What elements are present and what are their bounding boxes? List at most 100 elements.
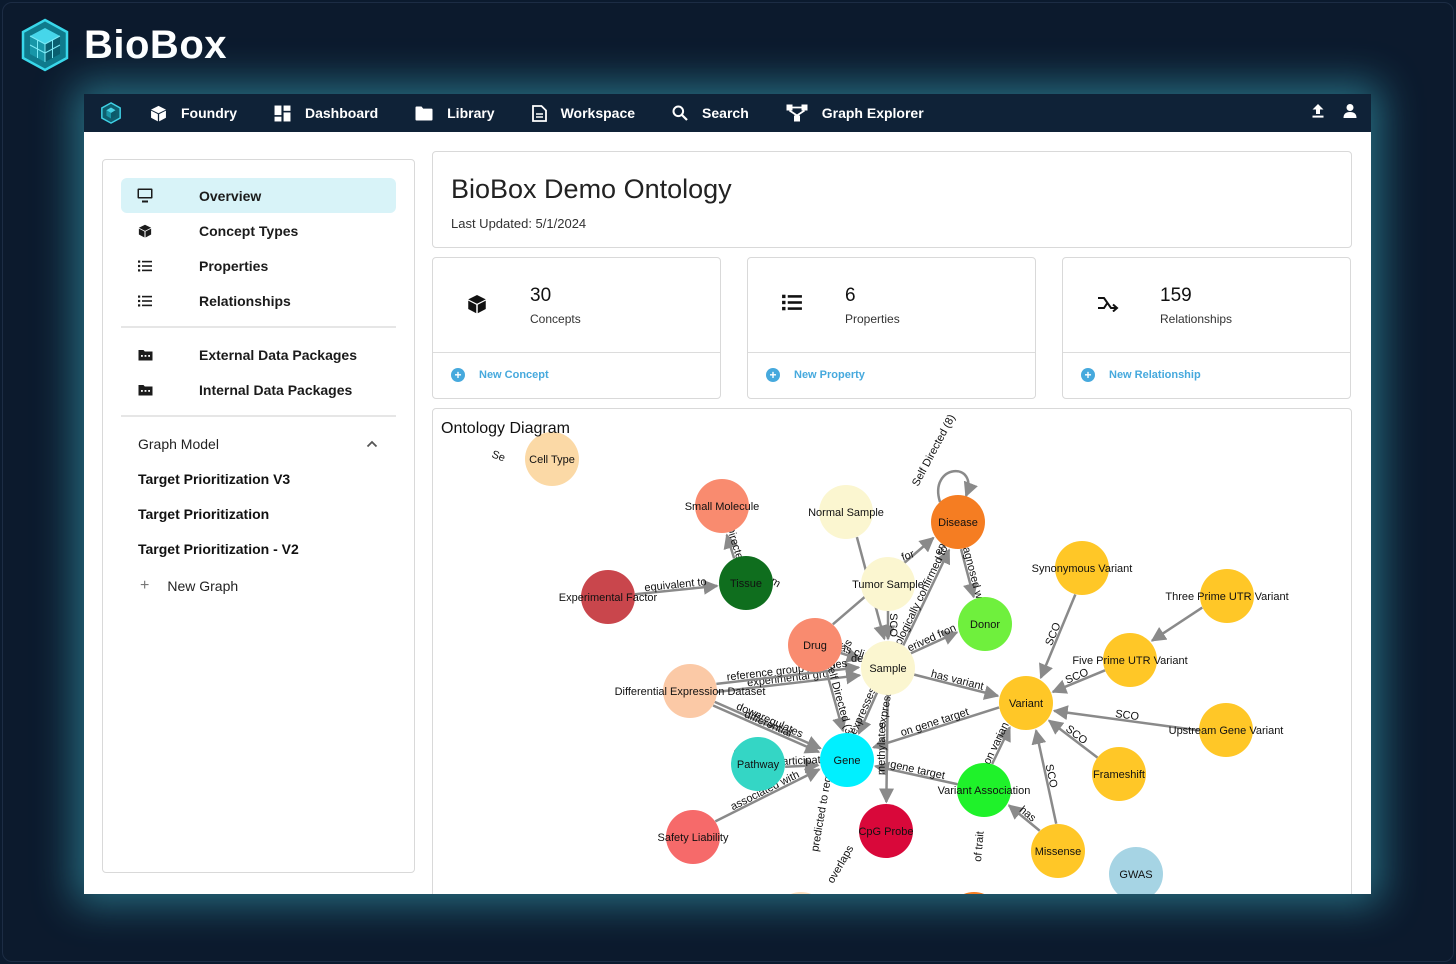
- node-circle[interactable]: [1109, 847, 1163, 894]
- diagram-node-varassoc[interactable]: Variant Association: [938, 763, 1031, 817]
- node-circle[interactable]: [1200, 569, 1254, 623]
- diagram-node-celltype[interactable]: Cell Type: [525, 432, 579, 486]
- node-circle[interactable]: [788, 618, 842, 672]
- diagram-node-expfactor[interactable]: Experimental Factor: [559, 570, 658, 624]
- node-circle[interactable]: [719, 556, 773, 610]
- upload-icon[interactable]: [1311, 103, 1325, 119]
- edge-missense-varassoc[interactable]: [1007, 804, 1041, 832]
- node-circle[interactable]: [931, 495, 985, 549]
- diagram-node-gene[interactable]: Gene: [820, 733, 874, 787]
- edge-sample-disease[interactable]: [902, 548, 951, 646]
- diagram-node-pathway[interactable]: Pathway: [731, 737, 785, 791]
- edge-sample-cpg[interactable]: [879, 694, 895, 804]
- node-circle[interactable]: [819, 485, 873, 539]
- edge-sample-gene[interactable]: [857, 692, 879, 735]
- sidebar-item-relationships[interactable]: Relationships: [121, 283, 396, 318]
- node-circle[interactable]: [731, 737, 785, 791]
- diagram-node-threeutr[interactable]: Three Prime UTR Variant: [1165, 569, 1289, 623]
- new-concept-button[interactable]: + New Concept: [451, 368, 549, 382]
- edge-pathway-gene[interactable]: [785, 758, 820, 774]
- diagram-node-clipped[interactable]: [774, 892, 828, 894]
- diagram-node-synvar[interactable]: Synonymous Variant: [1032, 541, 1133, 595]
- node-circle[interactable]: [861, 641, 915, 695]
- node-circle[interactable]: [1031, 824, 1085, 878]
- node-circle[interactable]: [525, 432, 579, 486]
- edge-missense-variant[interactable]: [1031, 729, 1058, 825]
- sidebar-item-overview[interactable]: Overview: [121, 178, 396, 213]
- edge-threeutr-fiveutr[interactable]: [1150, 606, 1203, 642]
- diagram-node-tissue[interactable]: Tissue: [719, 556, 773, 610]
- graph-model-toggle[interactable]: Graph Model: [138, 436, 378, 452]
- new-graph-button[interactable]: + New Graph: [138, 577, 238, 595]
- node-circle[interactable]: [1103, 633, 1157, 687]
- edge-fiveutr-variant[interactable]: [1051, 669, 1106, 694]
- node-circle[interactable]: [859, 804, 913, 858]
- node-circle[interactable]: [958, 597, 1012, 651]
- diagram-node-cpg[interactable]: CpG Probe: [858, 804, 914, 858]
- diagram-node-normal[interactable]: Normal Sample: [808, 485, 884, 539]
- node-circle[interactable]: [581, 570, 635, 624]
- node-circle[interactable]: [1055, 541, 1109, 595]
- edge-frameshift-variant[interactable]: [1047, 719, 1099, 759]
- diagram-node-sample[interactable]: Sample: [861, 641, 915, 695]
- edge-diffexp-gene[interactable]: [712, 704, 821, 754]
- edge-varassoc-variant[interactable]: [991, 726, 1011, 765]
- edge-safety-gene[interactable]: [714, 768, 821, 823]
- edge-upstream-variant[interactable]: [1052, 705, 1199, 732]
- new-property-button[interactable]: + New Property: [766, 368, 865, 382]
- diagram-node-diffexp[interactable]: Differential Expression Dataset: [615, 664, 766, 718]
- graph-model-item[interactable]: Target Prioritization - V2: [138, 541, 299, 557]
- nav-graph-explorer[interactable]: Graph Explorer: [786, 104, 924, 122]
- sidebar-item-properties[interactable]: Properties: [121, 248, 396, 283]
- nav-workspace[interactable]: Workspace: [531, 104, 635, 122]
- diagram-node-missense[interactable]: Missense: [1031, 824, 1085, 878]
- diagram-node-smallmol[interactable]: Small Molecule: [685, 479, 760, 533]
- edge-tissue-smallmol[interactable]: [723, 533, 738, 559]
- nav-foundry[interactable]: Foundry: [150, 105, 237, 122]
- nav-dashboard[interactable]: Dashboard: [274, 105, 378, 122]
- edge-expfactor-tissue[interactable]: [634, 579, 719, 596]
- edge-synvar-variant[interactable]: [1039, 593, 1077, 680]
- diagram-node-donor[interactable]: Donor: [958, 597, 1012, 651]
- node-circle[interactable]: [1092, 747, 1146, 801]
- edge-variant-gene[interactable]: [871, 706, 1000, 751]
- new-relationship-button[interactable]: + New Relationship: [1081, 368, 1201, 382]
- diagram-node-disease[interactable]: Disease: [931, 495, 985, 549]
- diagram-node-safety[interactable]: Safety Liability: [658, 810, 729, 864]
- diagram-node-gwas[interactable]: GWAS: [1109, 847, 1163, 894]
- edge-diffexp-sample[interactable]: [717, 669, 862, 694]
- edge-diffexp-sample[interactable]: [716, 661, 861, 686]
- diagram-node-tumor[interactable]: Tumor Sample: [852, 557, 924, 611]
- graph-model-item[interactable]: Target Prioritization: [138, 506, 270, 522]
- sidebar-item-concept-types[interactable]: Concept Types: [121, 213, 396, 248]
- node-circle[interactable]: [663, 664, 717, 718]
- node-circle[interactable]: [1199, 703, 1253, 757]
- nav-library[interactable]: Library: [415, 105, 495, 121]
- node-circle[interactable]: [957, 763, 1011, 817]
- edge-self-loop[interactable]: [937, 470, 978, 503]
- user-icon[interactable]: [1343, 103, 1357, 119]
- edge-drug-gene[interactable]: [824, 669, 847, 733]
- biobox-nav-logo-icon[interactable]: [100, 102, 122, 124]
- edge-sample-donor[interactable]: [910, 631, 959, 655]
- diagram-node-drug[interactable]: Drug: [788, 618, 842, 672]
- diagram-node-upstream[interactable]: Upstream Gene Variant: [1169, 703, 1284, 757]
- diagram-node-variant[interactable]: Variant: [999, 676, 1053, 730]
- diagram-node-frameshift[interactable]: Frameshift: [1092, 747, 1146, 801]
- node-circle[interactable]: [820, 733, 874, 787]
- edge-disease-donor[interactable]: [959, 548, 978, 599]
- edge-varassoc-gene[interactable]: [873, 761, 958, 786]
- edge-sample-variant[interactable]: [913, 673, 1000, 700]
- diagram-node-clipped[interactable]: [947, 892, 1001, 894]
- graph-model-item[interactable]: Target Prioritization V3: [138, 471, 291, 487]
- sidebar-item-external-data-packages[interactable]: External Data Packages: [121, 337, 396, 372]
- diagram-node-fiveutr[interactable]: Five Prime UTR Variant: [1072, 633, 1188, 687]
- node-circle[interactable]: [695, 479, 749, 533]
- edge-drug-sample[interactable]: [840, 648, 862, 663]
- node-circle[interactable]: [666, 810, 720, 864]
- node-circle[interactable]: [861, 557, 915, 611]
- edge-diffexp-gene[interactable]: [714, 700, 822, 750]
- sidebar-item-internal-data-packages[interactable]: Internal Data Packages: [121, 372, 396, 407]
- node-circle[interactable]: [999, 676, 1053, 730]
